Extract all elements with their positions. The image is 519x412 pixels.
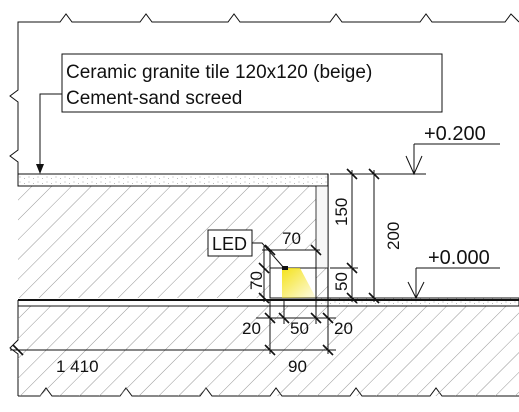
dim-tick-b1 bbox=[264, 312, 276, 324]
dim-70-horizontal: 70 bbox=[282, 229, 301, 248]
dim-70-vertical: 70 bbox=[247, 271, 266, 290]
dim-150: 150 bbox=[332, 198, 351, 226]
dim-90: 90 bbox=[288, 357, 307, 376]
note-line-1: Ceramic granite tile 120x120 (beige) bbox=[66, 62, 372, 83]
dim-50-bottom: 50 bbox=[290, 319, 309, 338]
break-line-left bbox=[9, 40, 19, 178]
led-strip bbox=[282, 266, 288, 270]
dim-20-left: 20 bbox=[242, 319, 261, 338]
dim-70-h-tick-r bbox=[310, 244, 322, 256]
dim-20-right: 20 bbox=[334, 319, 353, 338]
dim-1410-tick-l bbox=[12, 344, 24, 356]
dim-90-tick-r bbox=[322, 344, 334, 356]
dim-200: 200 bbox=[384, 222, 403, 250]
dim-70-h-tick-l bbox=[264, 244, 276, 256]
note-line-2: Cement-sand screed bbox=[66, 88, 242, 109]
dim-tick-150-bot bbox=[346, 262, 358, 274]
note-box bbox=[61, 53, 443, 113]
led-light bbox=[282, 268, 316, 298]
lower-slab bbox=[18, 306, 519, 396]
level-upper-text: +0.200 bbox=[424, 123, 486, 145]
led-leader bbox=[252, 242, 285, 269]
note-leader bbox=[39, 93, 62, 170]
level-lower-symbol bbox=[407, 281, 425, 300]
level-lower-text: +0.000 bbox=[428, 247, 490, 269]
upper-edge-strip bbox=[315, 185, 329, 269]
note-leader-arrow bbox=[36, 164, 44, 174]
dim-50-vertical: 50 bbox=[332, 272, 351, 291]
dim-tick-b2 bbox=[278, 312, 290, 324]
dim-70-v-tick-b bbox=[258, 292, 270, 304]
led-label-box bbox=[207, 229, 253, 257]
dim-tick-200-top bbox=[368, 168, 380, 180]
dim-tick-200-bot bbox=[368, 292, 380, 304]
dim-70-v-tick-t bbox=[258, 262, 270, 274]
dim-tick-b4 bbox=[322, 312, 334, 324]
dim-1410: 1 410 bbox=[56, 357, 99, 376]
break-line-top bbox=[17, 13, 519, 40]
dim-tick-50-bot bbox=[346, 292, 358, 304]
dim-tick-150-top bbox=[346, 168, 358, 180]
upper-screed bbox=[17, 173, 329, 187]
dim-tick-b3 bbox=[310, 312, 322, 324]
led-label: LED bbox=[212, 234, 247, 254]
